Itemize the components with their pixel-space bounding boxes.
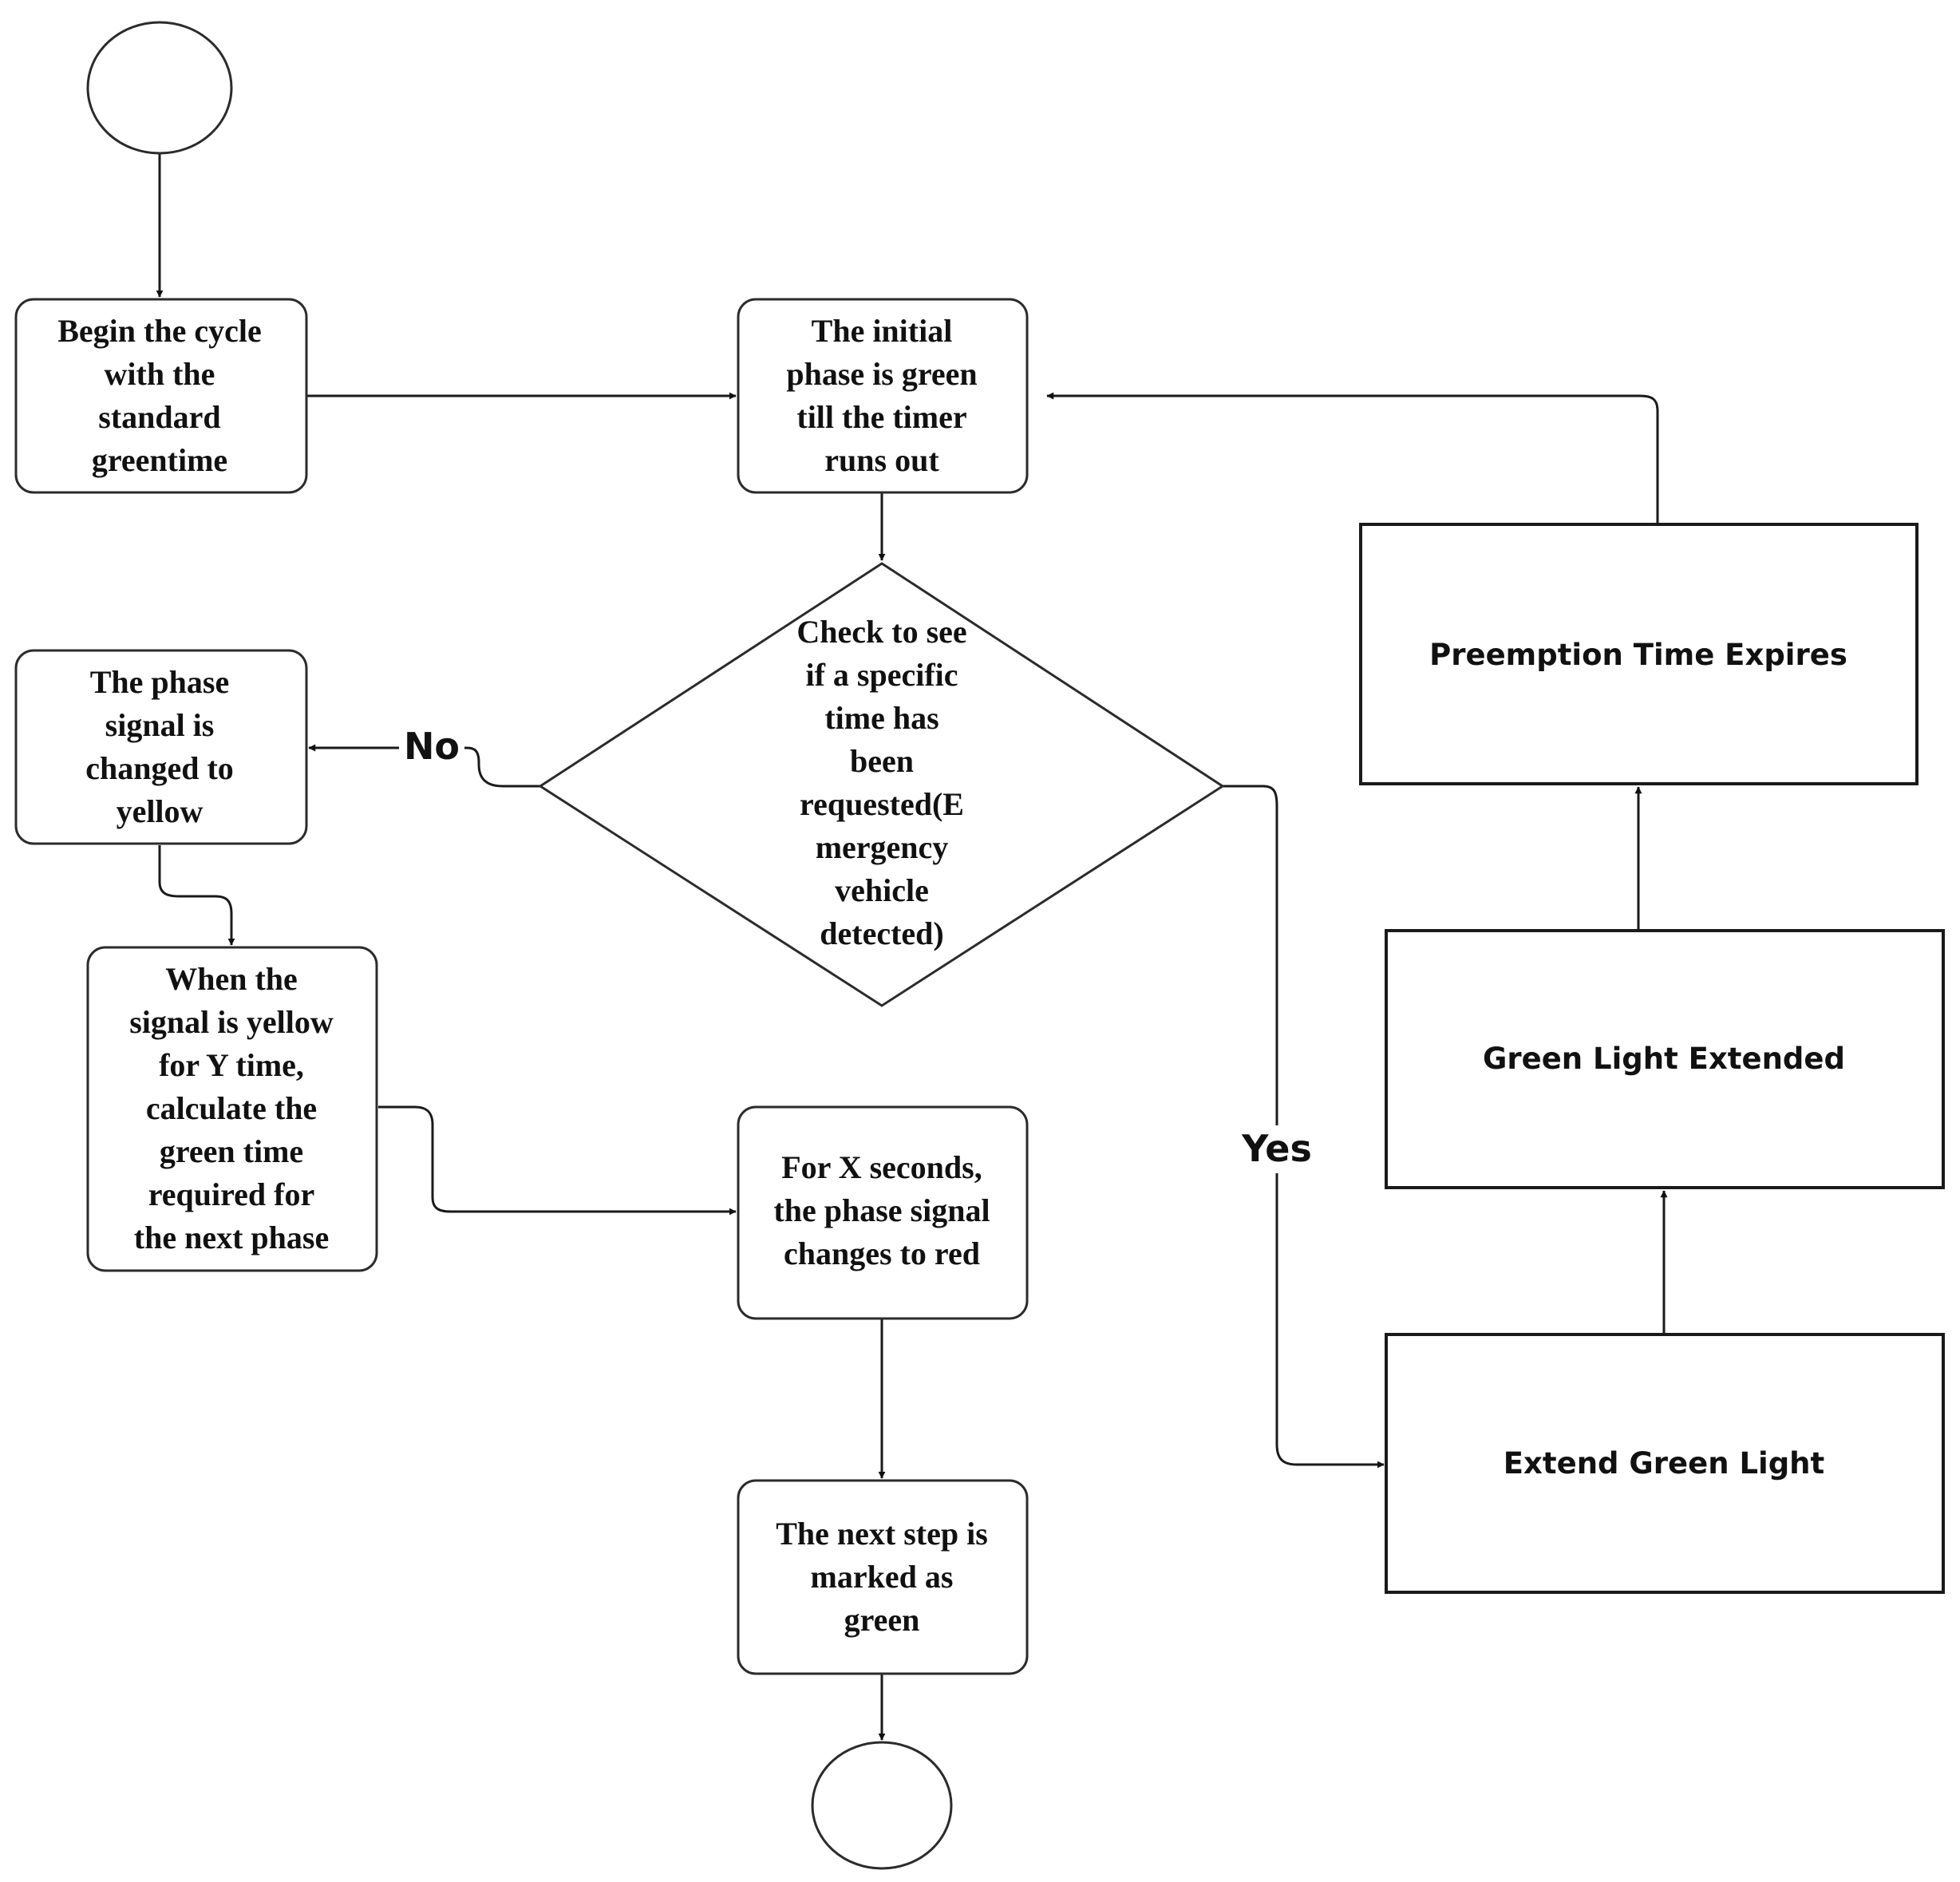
node-text-line: changed to (85, 750, 234, 786)
node-extend-green: Extend Green Light (1385, 1333, 1945, 1594)
node-text-line: green time (160, 1133, 303, 1169)
node-initial-phase: The initial phase is green till the time… (737, 298, 1029, 494)
node-decision: Check to see if a specific time has been… (538, 562, 1225, 1007)
node-text-line: runs out (824, 442, 939, 478)
node-green-extended: Green Light Extended (1385, 929, 1945, 1189)
edge-expires-to-initial (1046, 392, 1659, 524)
edge-decision-no-to-yellow (308, 744, 540, 788)
node-text-line: greentime (92, 442, 227, 478)
end-node (811, 1741, 953, 1870)
node-text-line: vehicle (835, 872, 929, 908)
node-text-line: been (850, 743, 914, 779)
node-text-line: the phase signal (773, 1192, 990, 1228)
node-text-line: When the (165, 961, 298, 997)
node-text-line: The phase (90, 664, 230, 700)
node-begin-cycle: Begin the cycle with the standard greent… (14, 298, 308, 494)
edge-calc-to-red (378, 1105, 737, 1216)
node-next-green: The next step is marked as green (737, 1479, 1029, 1675)
node-text-line: required for (148, 1176, 315, 1212)
edge-label-yes: Yes (1241, 1127, 1312, 1170)
node-red-change: For X seconds, the phase signal changes … (737, 1105, 1029, 1320)
node-text-line: standard (98, 399, 220, 435)
node-text-line: marked as (811, 1559, 954, 1595)
node-text-line: Preemption Time Expires (1429, 638, 1847, 672)
node-text-line: with the (105, 356, 215, 392)
node-yellow-change: The phase signal is changed to yellow (14, 649, 308, 845)
node-text-line: the next phase (134, 1220, 329, 1255)
node-text-line: Begin the cycle (57, 313, 262, 349)
node-text-line: yellow (117, 793, 204, 829)
node-text-line: till the timer (796, 399, 966, 435)
node-preemption-expires: Preemption Time Expires (1359, 523, 1919, 785)
node-text-line: detected) (820, 915, 943, 951)
node-text-line: calculate the (146, 1090, 317, 1126)
node-text-line: Extend Green Light (1504, 1446, 1824, 1481)
edge-yellow-to-calc (158, 845, 235, 946)
node-text-line: signal is yellow (129, 1004, 334, 1040)
node-text-line: changes to red (784, 1236, 980, 1271)
node-text-line: time has (824, 700, 939, 736)
node-text-line: for Y time, (159, 1047, 304, 1083)
node-text-line: green (844, 1602, 920, 1638)
yes-label-bg (1239, 1125, 1315, 1173)
node-text-line: The initial (812, 313, 953, 349)
node-text-line: For X seconds, (781, 1149, 982, 1185)
node-text-line: if a specific (805, 657, 958, 693)
node-text-line: Green Light Extended (1483, 1042, 1845, 1076)
node-text-line: mergency (816, 829, 949, 865)
node-text-line: The next step is (776, 1516, 988, 1552)
start-node (86, 21, 233, 155)
node-text-line: signal is (105, 707, 215, 743)
edge-label-no: No (404, 725, 460, 768)
node-text-line: Check to see (796, 614, 966, 650)
node-text-line: phase is green (786, 356, 977, 392)
no-label-bg (399, 726, 464, 770)
node-yellow-calc: When the signal is yellow for Y time, ca… (86, 946, 378, 1272)
node-text-line: requested(E (800, 786, 964, 822)
